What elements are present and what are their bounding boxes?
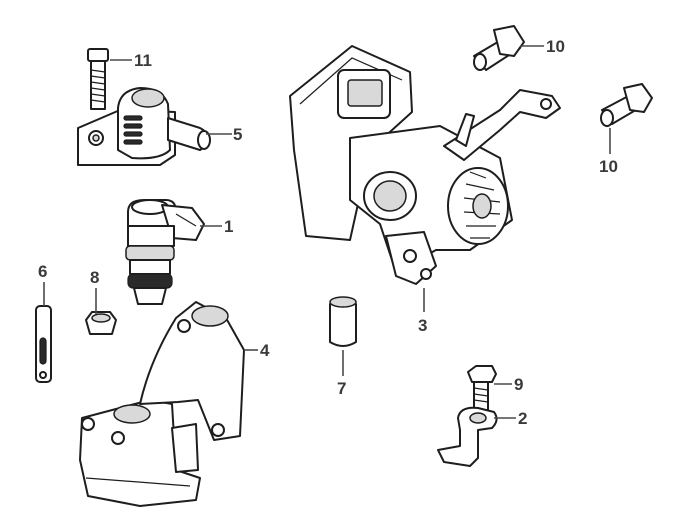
part-1-injector	[125, 199, 205, 305]
part-9-bolt	[467, 365, 497, 411]
callout-2: 2	[518, 409, 527, 428]
leader-lines	[43, 45, 611, 419]
part-3-throttle-body	[289, 45, 561, 285]
callout-9: 9	[514, 375, 523, 394]
part-10-bolt-right	[600, 83, 653, 127]
part-2-bracket	[437, 406, 498, 467]
callout-10-right: 10	[599, 157, 618, 176]
callout-6: 6	[38, 262, 47, 281]
callout-7: 7	[337, 379, 346, 398]
part-10-bolt-top	[473, 25, 525, 71]
callout-4: 4	[260, 341, 270, 360]
part-4-intake-manifold	[79, 301, 245, 507]
callout-5: 5	[233, 125, 242, 144]
part-8-nut	[85, 311, 117, 335]
part-7-sleeve	[329, 296, 357, 347]
callout-8: 8	[90, 268, 99, 287]
callout-labels: 1 2 3 4 5 6 7 8 9 10 10 11	[38, 37, 618, 428]
callout-1: 1	[224, 217, 233, 236]
part-5-injector-holder	[77, 87, 211, 166]
callout-11: 11	[134, 51, 152, 70]
part-11-bolt	[87, 48, 109, 110]
part-6-clip	[35, 305, 52, 383]
callout-3: 3	[418, 316, 427, 335]
callout-10-top: 10	[546, 37, 565, 56]
